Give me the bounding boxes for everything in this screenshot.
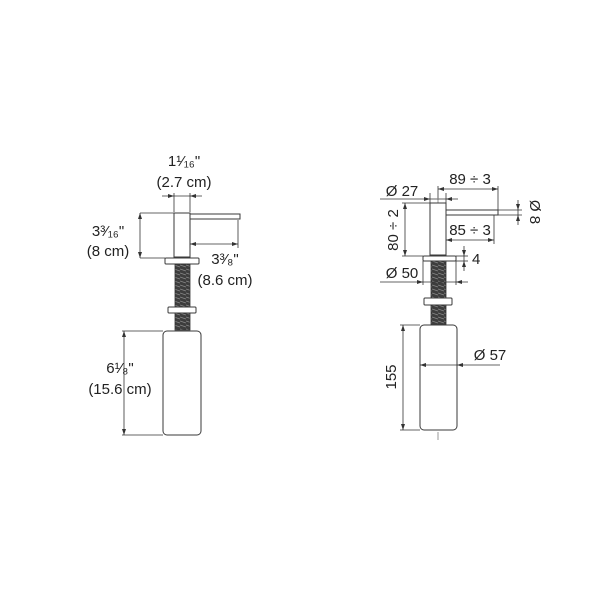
thread-shank-left bbox=[174, 263, 191, 308]
label-flange-thickness: 4 bbox=[472, 251, 480, 268]
dispenser-left bbox=[162, 212, 241, 436]
dim-nozzle-diameter: Ø 8 bbox=[498, 200, 543, 225]
label-spout-reach-fraction: 3³⁄₈" bbox=[211, 251, 238, 268]
label-bottle-height-metric: (15.6 cm) bbox=[88, 381, 151, 398]
dim-spout-diameter-left: 1¹⁄₁₆" (2.7 cm) bbox=[156, 153, 212, 212]
label-spout-height-metric: (8 cm) bbox=[87, 243, 130, 260]
metric-view: Ø 27 89 ÷ 3 Ø 8 80 ÷ 2 bbox=[380, 171, 543, 440]
label-nozzle-reach: 85 ÷ 3 bbox=[449, 222, 491, 239]
dim-bottle-diameter: Ø 57 bbox=[420, 347, 506, 367]
label-spout-height-fraction: 3³⁄₁₆" bbox=[92, 223, 124, 240]
lower-thread-right bbox=[430, 304, 447, 326]
thread-shank-right bbox=[430, 260, 447, 299]
dispenser-right bbox=[419, 202, 499, 431]
label-spout-reach-metric: 89 ÷ 3 bbox=[449, 171, 491, 188]
dim-bottle-height-left: 6¹⁄₈" (15.6 cm) bbox=[88, 330, 163, 436]
nut-left bbox=[167, 306, 197, 314]
nut-right bbox=[423, 297, 453, 306]
label-spout-diameter-metric: (2.7 cm) bbox=[156, 174, 211, 191]
dim-flange-diameter: Ø 50 bbox=[380, 261, 468, 285]
label-head-height: 80 ÷ 2 bbox=[385, 209, 402, 251]
dim-nozzle-reach: 85 ÷ 3 bbox=[446, 215, 495, 244]
spout-arm-left bbox=[189, 213, 241, 220]
label-bottle-height-fraction: 6¹⁄₈" bbox=[106, 360, 133, 377]
imperial-view: 1¹⁄₁₆" (2.7 cm) 3³⁄₁₆" (8 cm) 3³⁄₈" (8.6… bbox=[87, 153, 253, 436]
dim-head-height: 80 ÷ 2 bbox=[385, 202, 430, 257]
flange-right bbox=[422, 255, 457, 262]
dim-head-diameter: Ø 27 bbox=[380, 183, 458, 203]
dim-spout-reach-left: 3³⁄₈" (8.6 cm) bbox=[189, 220, 253, 289]
dim-spout-reach-right: 89 ÷ 3 bbox=[437, 171, 499, 210]
dim-spout-height-left: 3³⁄₁₆" (8 cm) bbox=[87, 212, 174, 260]
label-spout-diameter-fraction: 1¹⁄₁₆" bbox=[168, 153, 200, 170]
lower-thread-left bbox=[174, 312, 191, 331]
pump-head-left bbox=[173, 212, 191, 258]
bottle-right bbox=[419, 324, 458, 431]
pump-head-right bbox=[429, 202, 447, 256]
label-spout-reach-metric: (8.6 cm) bbox=[197, 272, 252, 289]
dim-flange-thickness: 4 bbox=[456, 246, 480, 271]
label-bottle-diameter: Ø 57 bbox=[474, 347, 507, 364]
flange-left bbox=[164, 257, 200, 265]
spout-arm-right bbox=[445, 209, 499, 216]
label-nozzle-diameter: Ø 8 bbox=[526, 200, 543, 224]
dim-bottle-height-right: 155 bbox=[383, 324, 420, 431]
label-bottle-height-metric: 155 bbox=[383, 364, 400, 389]
label-head-diameter: Ø 27 bbox=[386, 183, 419, 200]
bottle-left bbox=[162, 330, 202, 436]
label-flange-diameter: Ø 50 bbox=[386, 265, 419, 282]
